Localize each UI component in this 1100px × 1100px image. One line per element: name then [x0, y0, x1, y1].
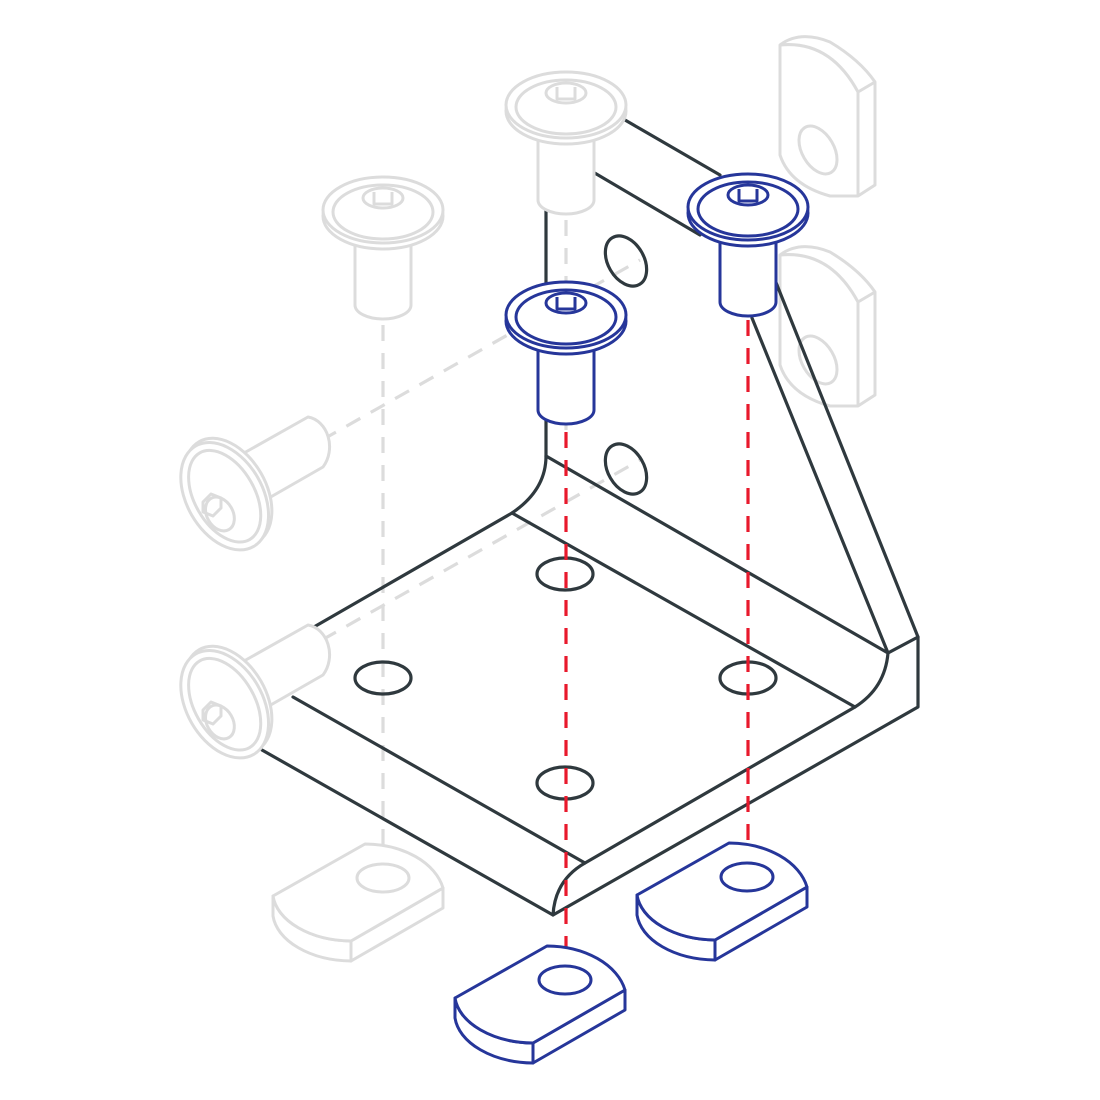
active-tnut-front[interactable] — [453, 944, 627, 1065]
active-bolt-front[interactable] — [504, 280, 628, 426]
inactive-tnut-middle-right — [778, 245, 877, 408]
wall-hole-top — [603, 234, 649, 288]
inactive-bolt-wall — [504, 70, 628, 216]
inactive-tnut-top-right — [778, 35, 877, 198]
active-guide-lines — [564, 320, 750, 995]
inactive-tnut-left — [271, 842, 445, 963]
active-tnut-right[interactable] — [635, 841, 809, 962]
wall-hole-bottom — [603, 442, 649, 496]
base-hole-left — [353, 660, 413, 696]
inactive-side-bolt-lower — [161, 623, 332, 775]
inactive-side-bolt-upper — [161, 415, 332, 567]
angle-bracket — [260, 118, 920, 917]
inactive-bolt-left — [321, 175, 445, 321]
